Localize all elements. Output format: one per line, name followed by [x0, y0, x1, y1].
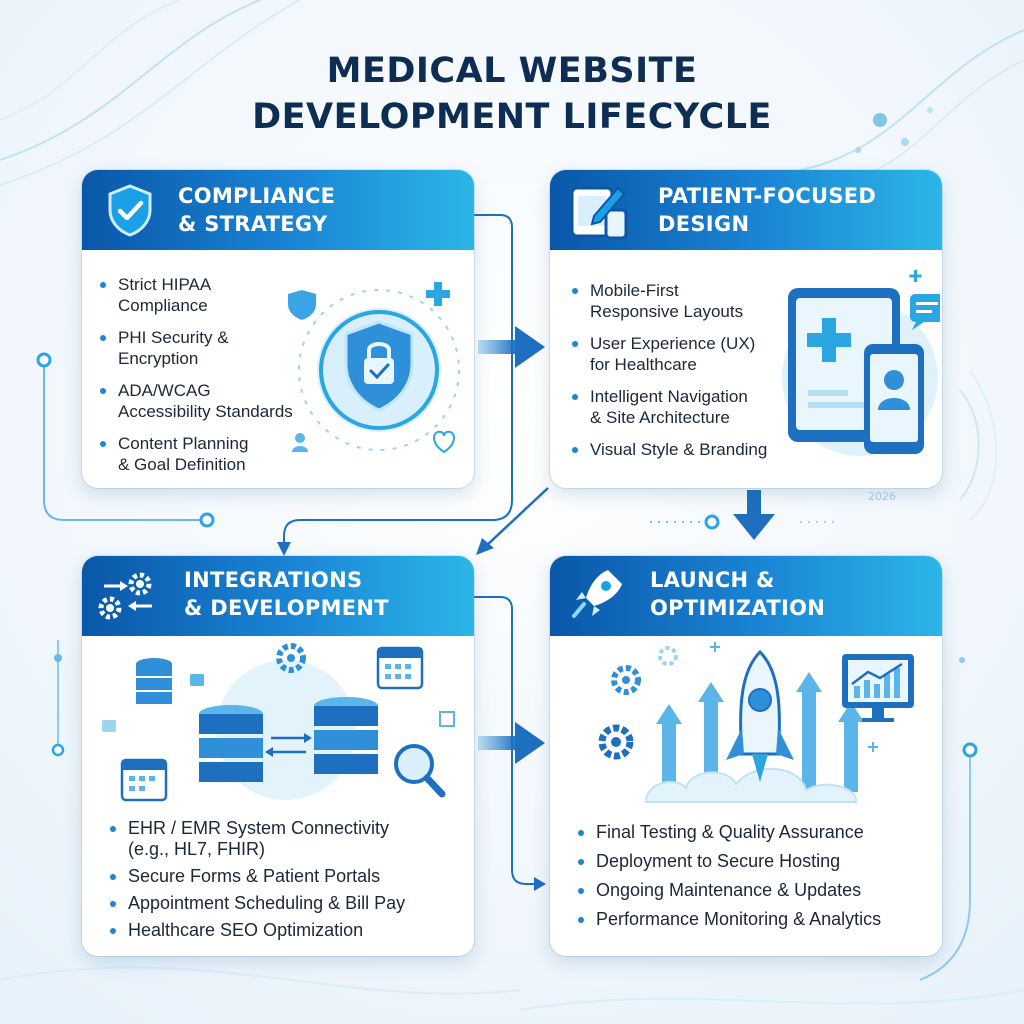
- card-launch: LAUNCH & OPTIMIZATION: [550, 556, 942, 956]
- rocket-icon: [572, 570, 622, 618]
- list-item: Final Testing & Quality Assurance: [578, 822, 938, 843]
- page-title: MEDICAL WEBSITE DEVELOPMENT LIFECYCLE: [0, 48, 1024, 140]
- title-line-2: DEVELOPMENT LIFECYCLE: [252, 97, 772, 137]
- list-item: Ongoing Maintenance & Updates: [578, 880, 938, 901]
- card-integrations: INTEGRATIONS & DEVELOPMENT: [82, 556, 474, 956]
- year-label: 2026: [868, 490, 896, 503]
- security-shield-illustration: [288, 282, 460, 454]
- list-item: Performance Monitoring & Analytics: [578, 909, 938, 930]
- integrations-bullets: EHR / EMR System Connectivity(e.g., HL7,…: [110, 818, 470, 941]
- card-integrations-header: INTEGRATIONS & DEVELOPMENT: [82, 556, 474, 636]
- card-compliance-title: COMPLIANCE & STRATEGY: [178, 184, 336, 236]
- card-launch-title: LAUNCH & OPTIMIZATION: [650, 568, 826, 620]
- rocket-launch-illustration: [598, 642, 914, 803]
- list-item: User Experience (UX)for Healthcare: [572, 333, 802, 375]
- card-compliance-header: COMPLIANCE & STRATEGY: [82, 170, 474, 250]
- card-launch-header: LAUNCH & OPTIMIZATION: [550, 556, 942, 636]
- list-item: Healthcare SEO Optimization: [110, 920, 470, 941]
- tablet-pen-icon: [570, 186, 628, 240]
- responsive-devices-illustration: [782, 270, 940, 456]
- list-item: Appointment Scheduling & Bill Pay: [110, 893, 470, 914]
- gears-sync-icon: [98, 572, 152, 620]
- card-design-title: PATIENT-FOCUSED DESIGN: [658, 184, 877, 236]
- list-item: Intelligent Navigation& Site Architectur…: [572, 386, 802, 428]
- launch-bullets: Final Testing & Quality Assurance Deploy…: [578, 822, 938, 930]
- database-integration-illustration: [102, 643, 455, 802]
- card-design-header: PATIENT-FOCUSED DESIGN: [550, 170, 942, 250]
- title-line-1: MEDICAL WEBSITE: [326, 51, 698, 91]
- list-item: Secure Forms & Patient Portals: [110, 866, 470, 887]
- list-item: Deployment to Secure Hosting: [578, 851, 938, 872]
- list-item: EHR / EMR System Connectivity(e.g., HL7,…: [110, 818, 470, 860]
- list-item: Content Planning& Goal Definition: [100, 433, 330, 475]
- card-integrations-title: INTEGRATIONS & DEVELOPMENT: [184, 568, 389, 620]
- shield-check-icon: [108, 184, 152, 237]
- list-item: PHI Security &Encryption: [100, 327, 330, 369]
- list-item: Visual Style & Branding: [572, 439, 802, 460]
